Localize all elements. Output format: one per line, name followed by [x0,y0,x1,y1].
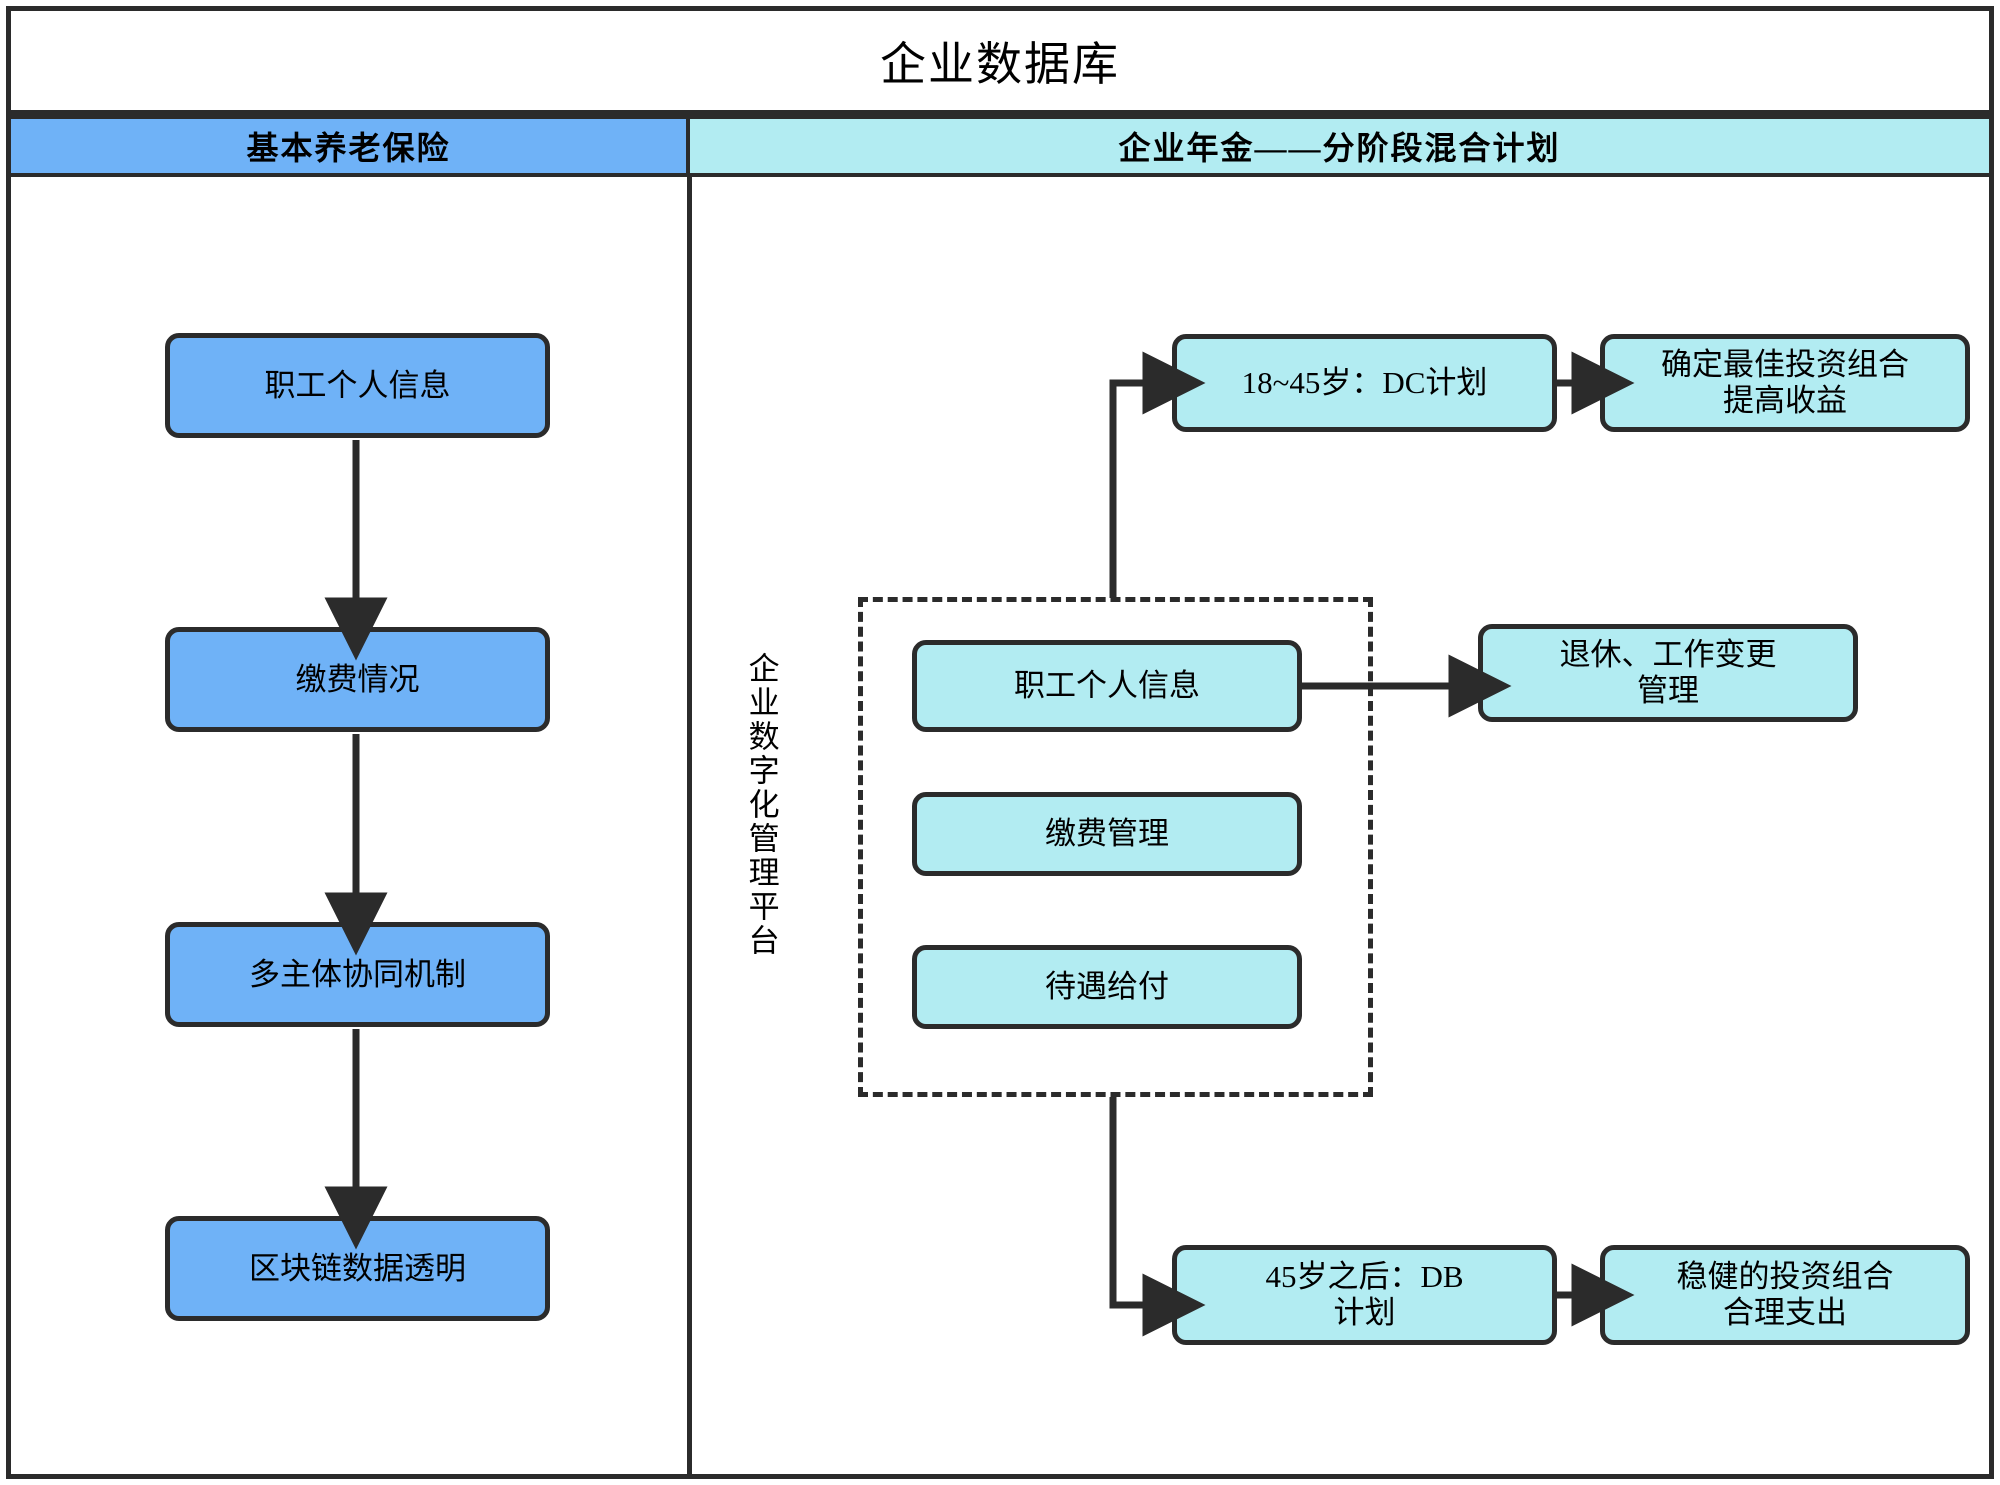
column-header-enterprise-annuity-label: 企业年金——分阶段混合计划 [1118,130,1561,166]
node-contribution-mgmt[interactable]: 缴费管理 [912,792,1302,876]
node-employee-info-2[interactable]: 职工个人信息 [912,640,1302,732]
platform-vertical-label: 企业数字化管理平台 [743,652,779,958]
node-benefit-payment[interactable]: 待遇给付 [912,945,1302,1029]
title-divider-rule [11,110,1989,115]
node-db-outcome-text: 稳健的投资组合 合理支出 [1677,1259,1894,1331]
node-multi-entity[interactable]: 多主体协同机制 [165,922,550,1027]
column-divider [687,177,692,1474]
column-header-enterprise-annuity: 企业年金——分阶段混合计划 [690,115,1989,177]
node-contribution-status-label: 缴费情况 [295,661,420,697]
node-dc-outcome-line1: 确定最佳投资组合 [1661,347,1909,383]
node-dc-outcome[interactable]: 确定最佳投资组合 提高收益 [1600,334,1970,432]
node-multi-entity-label: 多主体协同机制 [249,956,466,992]
node-benefit-payment-label: 待遇给付 [1045,969,1169,1005]
node-db-plan-line2: 计划 [1333,1295,1396,1330]
node-db-plan[interactable]: 45岁之后：DB 计划 [1172,1245,1557,1345]
page-title: 企业数据库 [880,38,1120,90]
node-retirement-mgmt-line2: 管理 [1637,673,1699,708]
node-db-outcome-line1: 稳健的投资组合 [1676,1259,1894,1295]
digital-platform-container [858,597,1373,1097]
node-dc-outcome-text: 确定最佳投资组合 提高收益 [1661,347,1909,419]
node-dc-plan-label: 18~45岁：DC计划 [1241,365,1488,401]
node-blockchain[interactable]: 区块链数据透明 [165,1216,550,1321]
node-contribution-mgmt-label: 缴费管理 [1045,816,1169,852]
diagram-outer-border [6,6,1994,1479]
column-header-basic-pension: 基本养老保险 [11,115,690,177]
node-db-plan-text: 45岁之后：DB 计划 [1265,1259,1463,1331]
node-db-outcome-line2: 合理支出 [1723,1295,1847,1330]
node-blockchain-label: 区块链数据透明 [249,1250,466,1286]
node-db-plan-line1: 45岁之后：DB [1265,1259,1464,1295]
node-retirement-mgmt-text: 退休、工作变更 管理 [1560,637,1777,709]
node-employee-info-2-label: 职工个人信息 [1014,668,1200,704]
diagram-title-bar: 企业数据库 [11,11,1989,110]
node-contribution-status[interactable]: 缴费情况 [165,627,550,732]
node-retirement-mgmt-line1: 退休、工作变更 [1559,637,1777,673]
column-header-basic-pension-label: 基本养老保险 [246,130,451,166]
node-employee-info[interactable]: 职工个人信息 [165,333,550,438]
node-retirement-mgmt[interactable]: 退休、工作变更 管理 [1478,624,1858,722]
node-dc-outcome-line2: 提高收益 [1723,383,1847,418]
node-dc-plan[interactable]: 18~45岁：DC计划 [1172,334,1557,432]
node-db-outcome[interactable]: 稳健的投资组合 合理支出 [1600,1245,1970,1345]
node-employee-info-label: 职工个人信息 [264,367,451,403]
